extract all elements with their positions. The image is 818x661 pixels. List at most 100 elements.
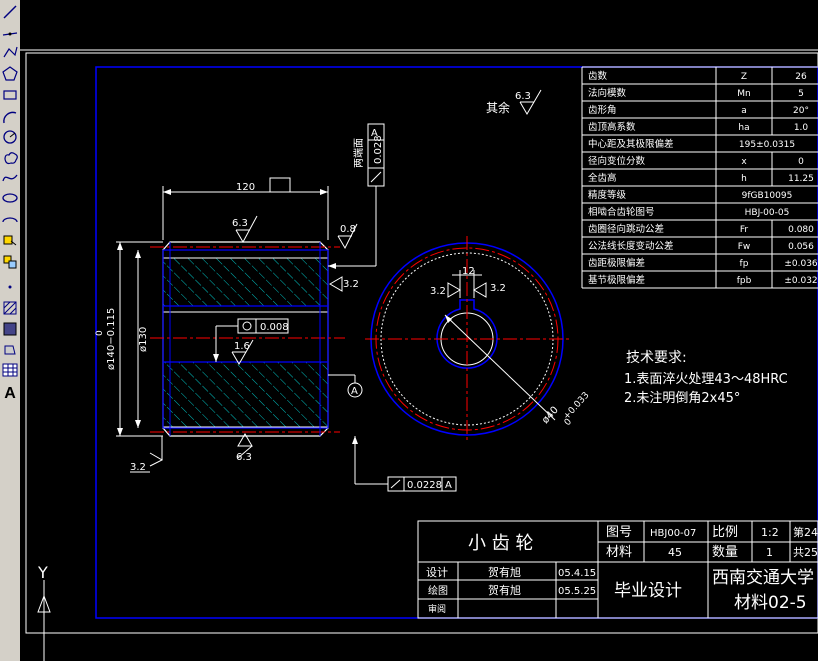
param-value: 26 — [795, 72, 807, 82]
param-name: 基节极限偏差 — [588, 274, 645, 286]
svg-text:0.0228: 0.0228 — [407, 480, 442, 491]
svg-text:1:2: 1:2 — [761, 526, 779, 539]
param-name: 齿顶高系数 — [588, 121, 636, 133]
multiline-text-icon[interactable]: A — [1, 385, 19, 403]
class-name: 材料02-5 — [734, 593, 807, 613]
param-name: 径向变位分数 — [588, 155, 646, 167]
param-value: 0.080 — [788, 225, 814, 235]
param-symbol: Mn — [737, 89, 750, 99]
param-value: 11.25 — [788, 174, 814, 184]
svg-text:设计: 设计 — [426, 566, 448, 579]
section-hatch-lower — [163, 362, 328, 427]
param-name: 齿形角 — [588, 104, 617, 116]
param-value: 195±0.0315 — [739, 140, 795, 150]
dimension-od: ø140−0.115 0 — [95, 241, 163, 437]
construction-line-icon[interactable] — [1, 25, 19, 43]
hatch-icon[interactable] — [1, 299, 19, 317]
title-block: 小 齿 轮 图号 HBJ00-07 比例 1:2 第24 材料 45 数量 1 … — [417, 520, 818, 619]
technical-requirements: 技术要求: 1.表面淬火处理43～48HRC 2.未注明倒角2x45° — [624, 350, 788, 406]
param-symbol: a — [741, 106, 747, 116]
ellipse-icon[interactable] — [1, 189, 19, 207]
draw-toolbar: A — [0, 0, 21, 661]
rectangle-icon[interactable] — [1, 86, 19, 104]
arc-icon[interactable] — [1, 109, 19, 127]
svg-text:贺有旭: 贺有旭 — [488, 583, 521, 597]
revision-cloud-icon[interactable] — [1, 149, 19, 167]
svg-text:材料: 材料 — [606, 545, 632, 560]
svg-text:图号: 图号 — [606, 525, 632, 540]
svg-text:0.008: 0.008 — [260, 322, 289, 333]
svg-text:贺有旭: 贺有旭 — [488, 565, 521, 579]
roughness-bottom: 6.3 — [236, 433, 253, 463]
multiline-text-label: A — [4, 385, 16, 402]
param-symbol: Z — [741, 72, 747, 82]
svg-text:05.4.15: 05.4.15 — [558, 568, 596, 579]
make-block-icon[interactable] — [1, 253, 19, 271]
svg-text:0: 0 — [95, 330, 105, 336]
param-symbol: fpb — [737, 276, 752, 286]
line-tool-icon[interactable] — [1, 3, 19, 21]
svg-text:HBJ00-07: HBJ00-07 — [650, 528, 696, 539]
svg-text:0: 0 — [563, 417, 574, 428]
svg-text:05.5.25: 05.5.25 — [558, 586, 596, 597]
svg-text:ø140−0.115: ø140−0.115 — [106, 308, 117, 370]
param-symbol: h — [741, 174, 747, 184]
svg-text:Y: Y — [37, 563, 48, 582]
param-value: 20° — [793, 106, 809, 116]
roughness-right-3-2: 3.2 — [329, 276, 359, 292]
circle-icon[interactable] — [1, 128, 19, 146]
param-symbol: fp — [740, 259, 749, 269]
roughness-symbol — [519, 89, 542, 115]
runout-tolerance-top: A 0.028 两端面 — [328, 123, 385, 269]
table-icon[interactable] — [1, 361, 19, 379]
spline-icon[interactable] — [1, 169, 19, 187]
param-symbol: Fw — [738, 242, 751, 252]
ellipse-arc-icon[interactable] — [1, 213, 19, 231]
param-value: ±0.032 — [784, 276, 817, 286]
ucs-icon: Y — [37, 563, 51, 661]
tech-line-1: 1.表面淬火处理43～48HRC — [624, 372, 788, 387]
drawing-frame — [95, 66, 818, 619]
paper-boundary — [25, 52, 818, 634]
gear-front-view: ø40 +0.033 0 12 3.2 3.2 — [365, 236, 592, 442]
svg-text:两端面: 两端面 — [352, 138, 365, 168]
svg-text:第24: 第24 — [793, 525, 818, 539]
rest-roughness-value: 6.3 — [515, 91, 531, 102]
table-row: 全齿高 h 11.25 — [588, 172, 814, 184]
svg-text:审阅: 审阅 — [428, 603, 446, 615]
point-icon[interactable] — [1, 278, 19, 296]
insert-block-icon[interactable] — [1, 231, 19, 249]
runout-tolerance-bottom: 0.0228 A — [352, 436, 457, 492]
svg-text:A: A — [445, 480, 452, 491]
polygon-icon[interactable] — [1, 65, 19, 83]
param-name: 相啮合齿轮图号 — [588, 206, 655, 218]
gradient-icon[interactable] — [1, 320, 19, 338]
rest-roughness-note: 其余 6.3 — [486, 89, 542, 115]
tech-line-2: 2.未注明倒角2x45° — [624, 391, 740, 406]
rest-label: 其余 — [486, 100, 510, 115]
param-name: 精度等级 — [588, 189, 627, 201]
polyline-icon[interactable] — [1, 43, 19, 61]
svg-text:A: A — [351, 386, 358, 397]
svg-text:0.028: 0.028 — [373, 135, 384, 164]
svg-text:ø40: ø40 — [540, 405, 561, 426]
svg-text:共25: 共25 — [793, 546, 818, 559]
param-value: 0 — [798, 157, 804, 167]
dimension-130: ø130 — [135, 250, 149, 428]
svg-text:45: 45 — [668, 546, 682, 559]
param-name: 全齿高 — [588, 172, 617, 184]
param-value: 0.056 — [788, 242, 814, 252]
svg-text:6.3: 6.3 — [232, 218, 248, 229]
region-icon[interactable] — [1, 341, 19, 359]
svg-text:绘图: 绘图 — [428, 584, 448, 597]
